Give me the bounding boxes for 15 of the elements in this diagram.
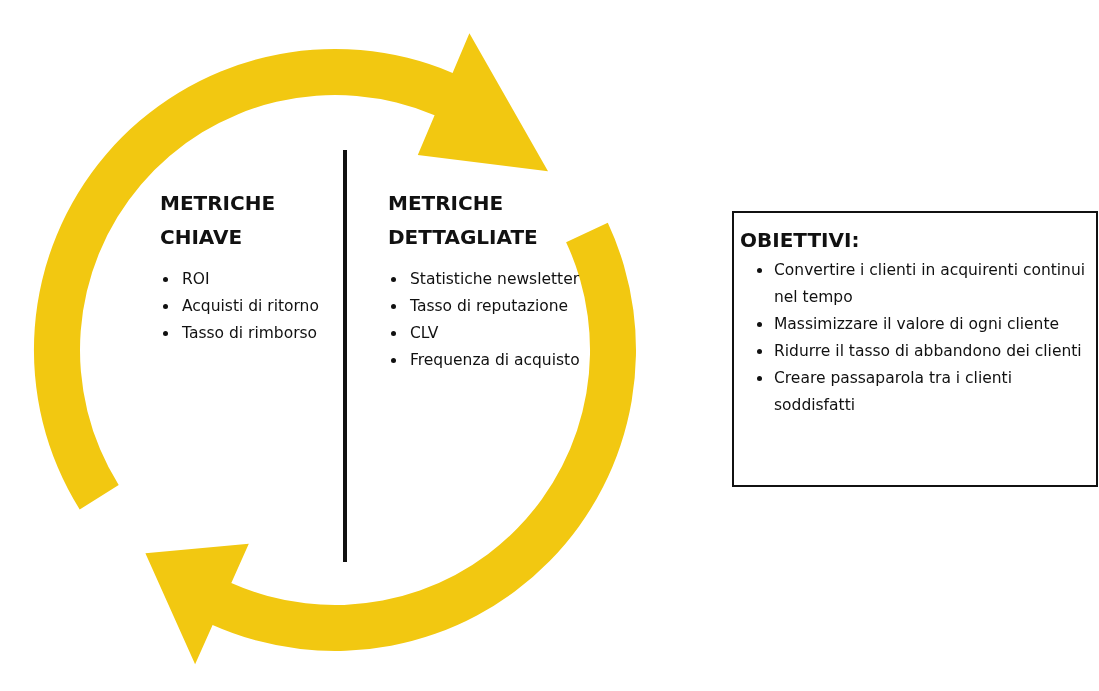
column-heading: METRICHE DETTAGLIATE <box>388 190 539 251</box>
bullet-item: Acquisti di ritorno <box>160 293 330 320</box>
bullet-item: Statistiche newsletter <box>388 266 588 293</box>
bullet-item: Convertire i clienti in acquirenti continui nel tempo <box>740 257 1086 311</box>
column-heading: METRICHE CHIAVE <box>160 190 277 251</box>
bullet-item: ROI <box>160 266 330 293</box>
bullet-item: Tasso di rimborso <box>160 320 330 347</box>
bullet-item: Tasso di reputazione <box>388 293 588 320</box>
bullet-item: Frequenza di acquisto <box>388 347 588 374</box>
bullet-item: Ridurre il tasso di abbandono dei clienti <box>740 338 1086 365</box>
box-heading: OBIETTIVI: <box>740 227 861 253</box>
objectives-box <box>732 211 1098 487</box>
bullet-item: Creare passaparola tra i clienti soddisfatti <box>740 365 1086 419</box>
bullet-item: CLV <box>388 320 588 347</box>
bullet-item: Massimizzare il valore di ogni cliente <box>740 311 1086 338</box>
